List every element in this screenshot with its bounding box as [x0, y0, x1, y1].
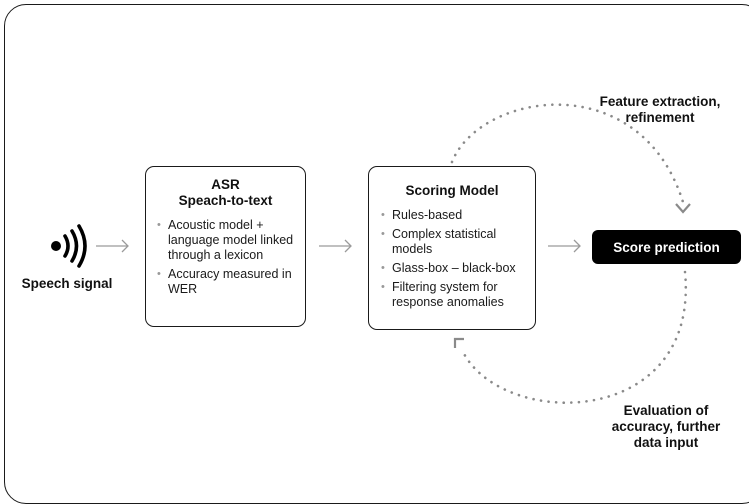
loop-arc-bottom [460, 270, 688, 404]
scoring-bullet-list: Rules-based Complex statistical models G… [381, 208, 527, 310]
scoring-item-statistical: Complex statistical models [381, 227, 527, 257]
loop-bottom-line2: accuracy, further [611, 419, 721, 434]
asr-title-line2: Speach-to-text [178, 193, 273, 208]
arrow-scoring-to-prediction [548, 239, 581, 253]
loop-arrowhead-top [675, 203, 691, 214]
scoring-item-rules: Rules-based [381, 208, 527, 223]
scoring-model-title: Scoring Model [405, 183, 499, 198]
asr-box: ASR Speach-to-text Acoustic model + lang… [145, 166, 306, 327]
connectors-layer [51, 103, 691, 404]
asr-title-line1: ASR [211, 177, 240, 192]
diagram-canvas: Speech signal ASR Speach-to-text Acousti… [0, 0, 749, 481]
loop-top-line1: Feature extraction, [599, 94, 721, 109]
scoring-item-filtering: Filtering system for response anomalies [381, 280, 527, 310]
scoring-model-box: Scoring Model Rules-based Complex statis… [368, 166, 536, 330]
arrow-signal-to-asr [96, 239, 129, 253]
loop-arc-top [450, 103, 685, 204]
speech-signal-label: Speech signal [21, 276, 113, 291]
loop-bottom-label: Evaluation of accuracy, further data inp… [596, 403, 736, 451]
asr-bullet-list: Acoustic model + language model linked t… [157, 218, 297, 297]
sound-wave-icon [51, 224, 87, 268]
asr-title: ASR Speach-to-text [146, 177, 305, 209]
loop-bottom-line3: data input [633, 435, 699, 450]
asr-item-lexicon: Acoustic model + language model linked t… [157, 218, 297, 263]
loop-arrowhead-bottom [453, 337, 464, 348]
loop-top-label: Feature extraction, refinement [580, 94, 740, 126]
asr-item-wer: Accuracy measured in WER [157, 267, 297, 297]
scoring-item-glassbox: Glass-box – black-box [381, 261, 527, 276]
arrow-asr-to-scoring [319, 239, 352, 253]
loop-bottom-line1: Evaluation of [623, 403, 709, 418]
loop-top-line2: refinement [625, 110, 695, 125]
score-prediction-box: Score prediction [592, 230, 741, 264]
